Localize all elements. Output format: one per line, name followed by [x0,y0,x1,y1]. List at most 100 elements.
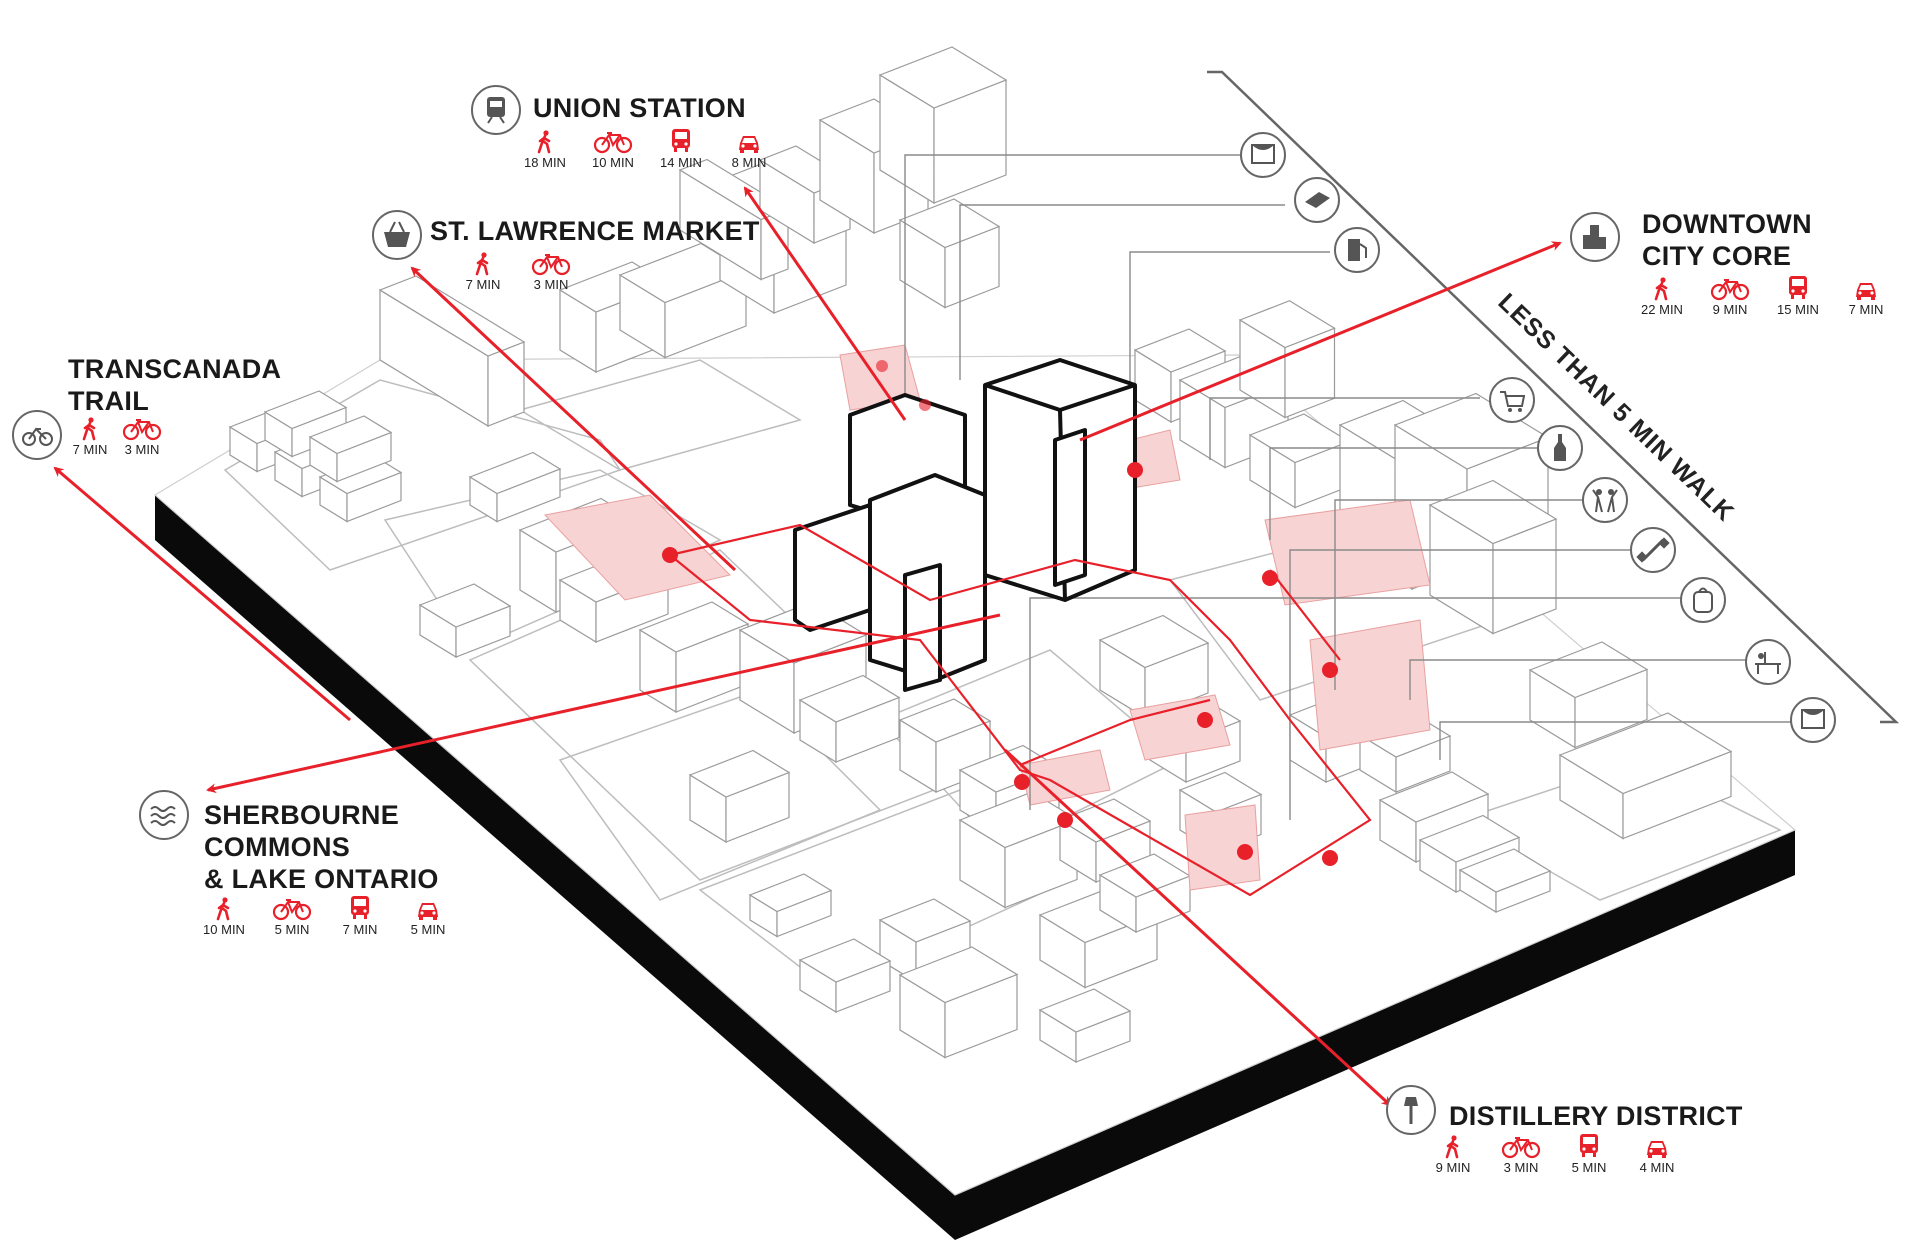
water-icon [139,790,189,840]
walk-time: 10 MIN [198,895,250,937]
bike-time: 3 MIN [116,415,168,457]
amenity-dots [662,360,1338,866]
downtown-city-core-times: 22 MIN 9 MIN 15 MIN 7 MIN [1636,275,1892,317]
proposed-towers [793,358,1137,692]
people-icon [1582,477,1628,523]
walk-time: 9 MIN [1427,1133,1479,1175]
walk-time: 18 MIN [519,128,571,170]
bus-time-label: 15 MIN [1777,302,1819,317]
dumbbell-icon [1630,527,1676,573]
route-distillery [1003,748,1392,1107]
bus-time: 5 MIN [1563,1133,1615,1175]
walk-icon [473,250,493,276]
train-icon [471,85,521,135]
transcanada-trail-title: TRANSCANADA TRAIL [68,353,281,417]
car-icon [1645,1133,1669,1159]
bike-icon [1501,1133,1541,1159]
sherbourne-title-line3: & LAKE ONTARIO [204,864,439,894]
route-st-lawrence [410,266,737,572]
fuel-pump-icon [1334,227,1380,273]
bike-time: 10 MIN [587,128,639,170]
amenity-icon-column [1240,132,1836,743]
car-icon [416,895,440,921]
car-icon [1854,275,1878,301]
bike-time: 5 MIN [266,895,318,937]
bike-icon [593,128,633,154]
theatre-icon [1790,697,1836,743]
bus-time-label: 5 MIN [1571,1160,1607,1175]
bike-icon [122,415,162,441]
walk-time-label: 7 MIN [465,277,501,292]
distillery-district-times: 9 MIN 3 MIN 5 MIN 4 MIN [1427,1133,1683,1175]
bicycle-icon [12,410,62,460]
sherbourne-times: 10 MIN 5 MIN 7 MIN 5 MIN [198,895,454,937]
shopping-cart-icon [1489,377,1535,423]
bike-time: 9 MIN [1704,275,1756,317]
bike-icon [531,250,571,276]
skyline-icon [1570,212,1620,262]
route-sherbourne [206,613,1001,794]
car-time: 8 MIN [723,128,775,170]
walk-icon [1443,1133,1463,1159]
car-time-label: 8 MIN [731,155,767,170]
bus-time: 15 MIN [1772,275,1824,317]
walk-time-label: 22 MIN [1641,302,1683,317]
route-union [743,186,907,421]
st-lawrence-market-times: 7 MIN 3 MIN [457,250,577,292]
bus-time: 14 MIN [655,128,707,170]
walk-icon [535,128,555,154]
walk-time: 22 MIN [1636,275,1688,317]
union-station-times: 18 MIN 10 MIN 14 MIN 8 MIN [519,128,775,170]
walk-time: 7 MIN [64,415,116,457]
bike-time-label: 3 MIN [533,277,569,292]
car-time: 4 MIN [1631,1133,1683,1175]
downtown-title-line1: DOWNTOWN [1642,209,1812,239]
bike-time-label: 3 MIN [124,442,160,457]
bike-time-label: 5 MIN [274,922,310,937]
bike-time: 3 MIN [1495,1133,1547,1175]
st-lawrence-market-title: ST. LAWRENCE MARKET [430,216,760,246]
sherbourne-title-line2: COMMONS [204,832,351,862]
transcanada-title-line1: TRANSCANADA [68,354,282,384]
route-lines [53,186,1562,1107]
sherbourne-title-line1: SHERBOURNE [204,800,400,830]
walk-zone-bracket [1207,70,1900,724]
walk-time-label: 10 MIN [203,922,245,937]
bottle-icon [1537,425,1583,471]
bike-icon [272,895,312,921]
lamp-post-icon [1386,1085,1436,1135]
basket-icon [372,210,422,260]
bus-time-label: 14 MIN [660,155,702,170]
walk-time-label: 7 MIN [72,442,108,457]
bus-icon [670,128,692,154]
downtown-city-core-title: DOWNTOWN CITY CORE [1642,208,1812,272]
bus-icon [1787,275,1809,301]
car-time-label: 5 MIN [410,922,446,937]
theatre-icon [1240,132,1286,178]
walk-time-label: 9 MIN [1435,1160,1471,1175]
book-icon [1294,177,1340,223]
downtown-title-line2: CITY CORE [1642,241,1792,271]
walk-time-label: 18 MIN [524,155,566,170]
desk-icon [1745,639,1791,685]
walk-icon [1652,275,1672,301]
walk-icon [214,895,234,921]
route-transcanada [53,466,351,722]
car-time: 5 MIN [402,895,454,937]
car-icon [737,128,761,154]
local-route-loop [669,523,1372,897]
car-time-label: 7 MIN [1848,302,1884,317]
sherbourne-title: SHERBOURNE COMMONS & LAKE ONTARIO [204,799,439,895]
bike-time-label: 3 MIN [1503,1160,1539,1175]
distillery-district-title: DISTILLERY DISTRICT [1449,1101,1743,1131]
bus-time-label: 7 MIN [342,922,378,937]
backpack-icon [1680,577,1726,623]
route-downtown [1079,241,1562,442]
transcanada-trail-times: 7 MIN 3 MIN [64,415,168,457]
bus-time: 7 MIN [334,895,386,937]
bike-icon [1710,275,1750,301]
union-station-title: UNION STATION [533,93,746,123]
walk-time: 7 MIN [457,250,509,292]
bike-time-label: 10 MIN [592,155,634,170]
